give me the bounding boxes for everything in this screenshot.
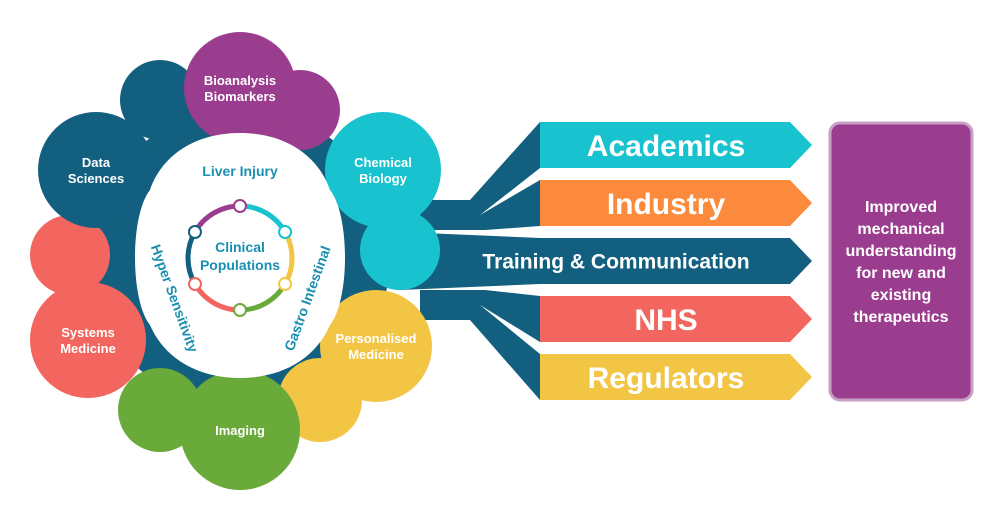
node-circle-personalised [320,290,432,402]
result-line-4: for new and [856,265,946,282]
clinical-populations-ring [185,199,295,317]
node-circle-chemical [325,112,441,228]
node-circle-data [38,112,154,228]
ring-dot-4 [233,303,247,317]
hub-cluster: BioanalysisBiomarkersChemicalBiologyPers… [30,32,441,490]
result-text: Improved mechanical understanding for new a… [845,199,956,326]
connector-academics [420,122,540,215]
inner-label-top: Liver Injury [202,163,278,179]
arrow-shape-nhs [540,296,812,342]
node-label-personalised-2: Medicine [348,347,404,362]
node-circle-imaging [180,370,300,490]
ring-dot-6 [187,225,202,239]
node-lobe-2 [360,210,440,290]
ring-dot-5 [187,277,202,291]
result-line-1: Improved [865,199,937,216]
connector-industry [420,180,540,230]
arrow-shape-training [540,238,812,284]
node-label-imaging-1: Imaging [215,423,265,438]
arrow-label-nhs: NHS [634,304,697,337]
node-label-data-1: Data [82,155,111,170]
arrow-training: Training & Communication [482,238,812,284]
arrow-nhs: NHS [540,296,812,342]
node-lobe-6 [120,60,200,140]
node-label-bioanalysis-1: Bioanalysis [204,73,276,88]
center-label-line-1: Clinical [215,239,265,255]
arrow-label-industry: Industry [607,188,726,221]
center-label-line-2: Populations [200,257,280,273]
hub-nodes: BioanalysisBiomarkersChemicalBiologyPers… [30,32,441,490]
inner-star-shape [135,133,345,378]
arrow-regulators: Regulators [540,354,812,400]
node-label-data-2: Sciences [68,171,124,186]
result-line-5: existing [871,287,931,304]
node-label-chemical-2: Biology [359,171,407,186]
node-lobe-5 [30,215,110,295]
node-circle-bioanalysis [184,32,296,144]
result-line-2: mechanical [857,221,944,238]
result-line-6: therapeutics [853,309,948,326]
arrow-shape-regulators [540,354,812,400]
arrow-shape-industry [540,180,812,226]
ring-dot-2 [278,225,293,239]
node-label-systems-2: Medicine [60,341,116,356]
result-line-3: understanding [845,243,956,260]
result-box-rect [828,121,974,402]
arrow-label-academics: Academics [587,130,745,163]
ring-dot-3 [278,277,293,291]
node-imaging: Imaging [180,370,300,490]
arrow-academics: Academics [540,122,812,168]
ring-dot-1 [233,199,247,213]
result-box: Improved mechanical understanding for new a… [828,121,974,402]
arrow-label-regulators: Regulators [588,362,745,395]
node-label-personalised-1: Personalised [336,331,417,346]
arrow-industry: Industry [540,180,812,226]
connector-nhs [420,290,540,342]
connector-regulators [420,305,540,400]
arrow-shape-academics [540,122,812,168]
node-circle-systems [30,282,146,398]
node-label-bioanalysis-2: Biomarkers [204,89,276,104]
node-label-chemical-1: Chemical [354,155,412,170]
node-label-systems-1: Systems [61,325,114,340]
arrow-label-training: Training & Communication [482,251,749,274]
